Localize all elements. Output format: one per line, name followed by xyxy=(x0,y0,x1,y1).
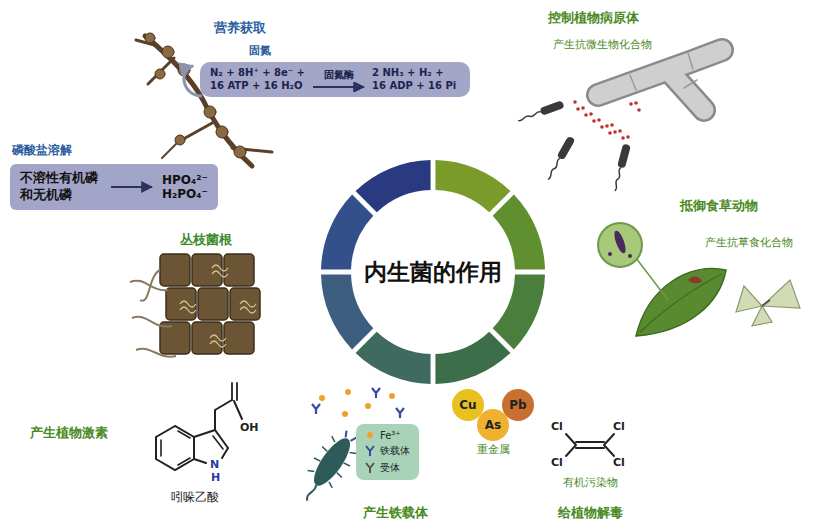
leaf-and-insect xyxy=(598,223,800,336)
ring xyxy=(321,160,545,384)
element-symbol: Cu xyxy=(459,398,476,412)
key-symbol xyxy=(365,462,375,474)
bacteria xyxy=(517,100,631,192)
root-nodules xyxy=(136,33,272,166)
bacterium xyxy=(292,424,366,509)
element-symbol: Pb xyxy=(509,398,526,412)
equation-text: 2 NH₃ + H₂ + 16 ADP + 16 Pi xyxy=(372,67,460,92)
key-box: Fe³⁺ 铁载体受体 xyxy=(356,424,419,480)
sub-heading: 产生抗微生物化合物 xyxy=(553,38,652,51)
section-heading: 产生植物激素 xyxy=(30,425,108,441)
root-cell xyxy=(224,322,254,354)
enzyme-name: 固氮酶 xyxy=(324,68,354,82)
caption-label: 重金属 xyxy=(477,443,510,456)
atom-label: Cl xyxy=(551,420,563,433)
key-symbol xyxy=(365,429,375,441)
root-cell xyxy=(160,254,190,286)
section-heading: 磷酸盐溶解 xyxy=(12,143,72,157)
arbuscule xyxy=(212,265,228,277)
hypha xyxy=(132,317,172,327)
hypha xyxy=(136,349,176,357)
ion-formula: HPO₄²⁻ xyxy=(162,173,208,187)
center-circle: 内生菌的作用 xyxy=(358,197,508,347)
atom-label: Cl xyxy=(613,456,625,469)
section-heading: 丛枝菌根 xyxy=(180,232,232,248)
key-symbol xyxy=(365,445,375,457)
root-cell xyxy=(198,288,228,320)
process-box: 不溶性有机磷和无机磷 HPO₄²⁻H₂PO₄⁻ xyxy=(10,164,218,210)
key-text: 铁载体 xyxy=(380,444,410,458)
section-heading: 控制植物病原体 xyxy=(548,10,639,26)
ion-formula: H₂PO₄⁻ xyxy=(162,187,208,201)
sub-heading: 固氮 xyxy=(249,44,271,57)
equation-box: N₂ + 8H⁺ + 8e⁻ + 16 ATP + 16 H₂O 固氮酶 2 NH₃… xyxy=(200,62,470,97)
element-symbol: As xyxy=(485,418,501,432)
dichloroethylene xyxy=(566,434,614,456)
root-cells xyxy=(130,254,260,357)
metal-circle: Pb xyxy=(502,389,534,421)
reaction-arrow xyxy=(110,181,154,193)
compound-name: 吲哚乙酸 xyxy=(171,490,219,504)
fungal-hypha xyxy=(598,50,722,110)
root-cell xyxy=(192,254,222,286)
equation-text: N₂ + 8H⁺ + 8e⁻ + 16 ATP + 16 H₂O xyxy=(210,67,306,92)
arbuscule xyxy=(180,301,196,313)
antimicrobial-dots xyxy=(573,100,641,140)
hypha xyxy=(140,270,160,301)
arbuscule xyxy=(240,301,256,313)
root-cell xyxy=(230,288,260,320)
iaa-structure xyxy=(156,383,242,470)
atom-label: Cl xyxy=(613,420,625,433)
process-text: 不溶性有机磷和无机磷 xyxy=(20,170,102,204)
atom-label: Cl xyxy=(551,456,563,469)
root-cell xyxy=(224,254,254,286)
sub-heading: 产生抗草食化合物 xyxy=(705,236,793,249)
section-heading: 抵御食草动物 xyxy=(680,198,758,214)
section-heading: 给植物解毒 xyxy=(558,505,623,521)
atom-label: N xyxy=(210,458,219,471)
caption-label: 有机污染物 xyxy=(563,476,618,489)
root-cell xyxy=(166,288,196,320)
siderophore-symbols xyxy=(312,388,404,418)
atom-label: OH xyxy=(240,421,259,434)
center-title: 内生菌的作用 xyxy=(364,257,502,288)
key-text: Fe³⁺ xyxy=(380,430,401,441)
arbuscule xyxy=(210,335,226,347)
atom-label: H xyxy=(211,471,220,484)
reaction-arrow xyxy=(312,82,366,92)
section-heading: 产生铁载体 xyxy=(363,505,428,521)
key-text: 受体 xyxy=(380,461,400,475)
section-heading: 营养获取 xyxy=(214,20,266,36)
